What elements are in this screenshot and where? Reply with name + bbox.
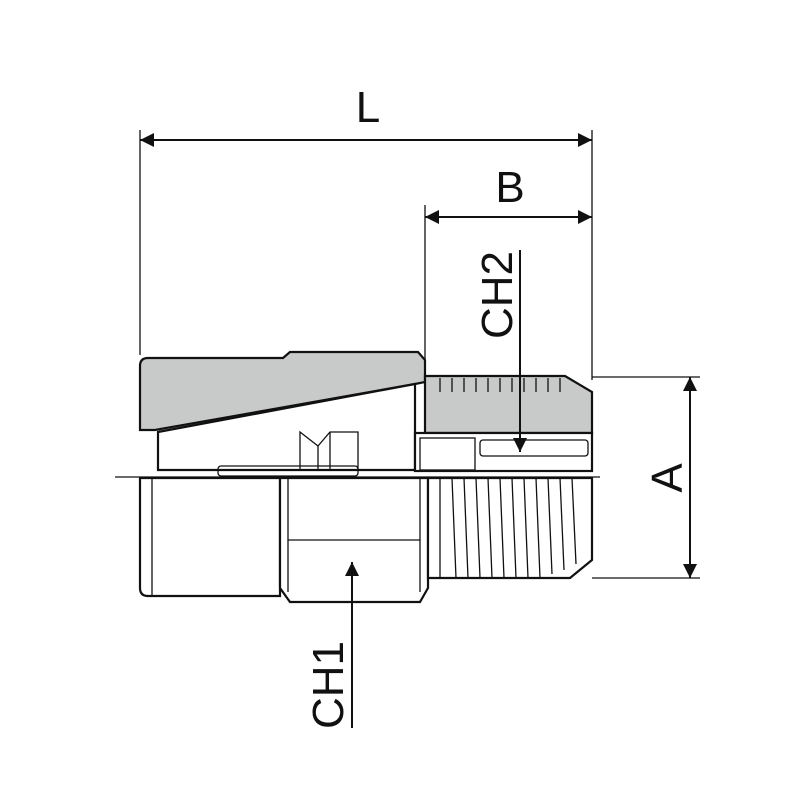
label-CH1: CH1 [304,641,353,729]
tube-wall [217,465,359,477]
nut-body [138,476,282,598]
upper-section-view [138,350,594,477]
label-L: L [356,83,380,132]
hex-face-top [287,478,421,541]
nut-section [138,350,427,432]
bore-channel [479,439,589,457]
dimension-B: B [424,163,592,360]
male-thread-section [423,374,594,435]
lower-external-view [138,476,594,604]
bore-step [419,437,476,471]
label-CH2: CH2 [473,251,522,339]
callout-CH2: CH2 [473,250,527,452]
callout-CH1: CH1 [304,562,359,729]
thread-lines [451,477,577,579]
hex-face-bottom [287,540,421,592]
dimension-A: A [592,376,700,579]
label-B: B [495,163,524,212]
label-A: A [643,463,692,493]
dimension-L: L [139,83,593,380]
upper-thread-ticks [439,378,561,392]
inner-bore [413,431,594,473]
